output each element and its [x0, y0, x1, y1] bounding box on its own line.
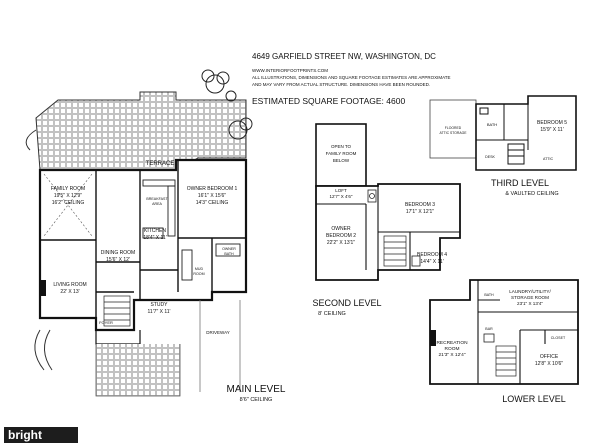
living-room-size: 22' X 13' — [60, 289, 79, 295]
kitchen-size: 18'4" X 11' — [143, 235, 166, 241]
third-level-ceiling: & VAULTED CEILING — [505, 191, 558, 197]
estimated-sqft-heading: ESTIMATED SQUARE FOOTAGE: 4600 — [252, 96, 406, 106]
driveway-label: DRIVEWAY — [206, 330, 230, 335]
dining-room-name: DINING ROOM — [101, 250, 135, 256]
study-name: STUDY — [151, 302, 169, 308]
bedroom-3-name: BEDROOM 3 — [405, 202, 435, 208]
disclaimer-line-1: ALL ILLUSTRATIONS, DIMENSIONS AND SQUARE… — [252, 75, 451, 80]
owner-bedroom-2-line-1: OWNER — [331, 226, 351, 232]
disclaimer-line-2: AND MAY VARY FROM ACTUAL STRUCTURE. DIME… — [252, 82, 431, 87]
main-level-title: MAIN LEVEL — [227, 384, 286, 395]
main-level-plan: TERRACE FAMILY ROOM 19'5" X 12'9" 16'2" … — [25, 69, 286, 403]
breakfast-label-2: AREA — [152, 202, 162, 206]
website-text: WWW.INTERIORFOOTPRINTS.COM — [252, 68, 328, 73]
floored-attic-label-1: FLOORED — [445, 126, 462, 130]
laundry-label-1: LAUNDRY/UTILITY/ — [509, 289, 551, 294]
bedroom-5-name: BEDROOM 5 — [537, 120, 567, 126]
mud-room-label-2: ROOM — [193, 272, 204, 276]
lower-level-title: LOWER LEVEL — [502, 394, 566, 404]
bedroom-3-size: 17'1" X 12'1" — [406, 209, 434, 215]
third-level-plan: FLOORED ATTIC STORAGE BATH BEDROOM 5 15'… — [429, 95, 577, 197]
family-room-name: FAMILY ROOM — [51, 186, 85, 192]
second-level-ceiling: 8' CEILING — [318, 311, 346, 317]
tree-icon — [201, 69, 253, 140]
foyer-label: FOYER — [99, 320, 113, 325]
open-family-label-3: BELOW — [333, 158, 350, 163]
main-level-ceiling: 8'6" CEILING — [240, 397, 273, 403]
desk-label: DESK — [485, 155, 495, 159]
bedroom-4-name: BEDROOM 4 — [417, 252, 447, 258]
mud-room-label-1: MUD — [195, 267, 204, 271]
family-room-size: 19'5" X 12'9" — [54, 193, 82, 199]
owner-bedroom-name: OWNER BEDROOM 1 — [187, 186, 238, 192]
bedroom-5-size: 15'9" X 11' — [540, 127, 563, 133]
study-size: 11'7" X 11' — [148, 309, 171, 315]
owner-bath-label-1: OWNER — [222, 247, 236, 251]
address-heading: 4649 GARFIELD STREET NW, WASHINGTON, DC — [252, 52, 436, 61]
loft-size: 12'7" X 4'6" — [330, 194, 353, 199]
owner-bedroom-size: 16'1" X 15'6" — [198, 193, 226, 199]
second-level-title: SECOND LEVEL — [312, 298, 381, 308]
watermark-logo: bright — [4, 427, 78, 443]
lower-bath-label: BATH — [484, 293, 494, 297]
owner-bedroom-ceiling: 14'3" CEILING — [196, 200, 229, 206]
floored-attic-label-2: ATTIC STORAGE — [439, 131, 467, 135]
open-family-label-1: OPEN TO — [331, 144, 352, 149]
bar-label: BAR — [485, 327, 493, 331]
owner-bedroom-2-size: 22'2" X 13'1" — [327, 240, 355, 246]
kitchen-name: KITCHEN — [144, 228, 166, 234]
second-level-plan: OPEN TO FAMILY ROOM BELOW LOFT 12'7" X 4… — [312, 123, 461, 317]
third-bath-label: BATH — [487, 122, 497, 127]
recreation-room-size: 21'3" X 12'4" — [438, 352, 465, 358]
bedroom-4-size: 14'4" X 11' — [420, 259, 443, 265]
owner-bath-label-2: BATH — [224, 252, 234, 256]
office-name: OFFICE — [540, 354, 559, 360]
terrace-label: TERRACE — [146, 161, 175, 167]
laundry-label-2: STORAGE ROOM — [511, 295, 549, 300]
closet-label: CLOSET — [551, 336, 566, 340]
recreation-room-name-2: ROOM — [445, 346, 460, 352]
family-room-ceiling: 16'2" CEILING — [52, 200, 85, 206]
attic-label: ATTIC — [543, 157, 554, 161]
dining-room-size: 15'6" X 12' — [106, 257, 130, 263]
lower-level-plan: LAUNDRY/UTILITY/ STORAGE ROOM 23'1" X 13… — [429, 279, 579, 404]
office-size: 12'8" X 10'6" — [535, 361, 563, 367]
watermark-text: bright — [8, 428, 42, 442]
breakfast-label-1: BREAKFAST — [146, 197, 168, 201]
recreation-room-name-1: RECREATION — [436, 340, 468, 346]
laundry-size: 23'1" X 13'4" — [517, 301, 543, 306]
loft-name: LOFT — [335, 188, 347, 193]
owner-bedroom-2-line-2: BEDROOM 2 — [326, 233, 356, 239]
third-level-title: THIRD LEVEL — [491, 178, 549, 188]
open-family-label-2: FAMILY ROOM — [326, 151, 357, 156]
living-room-name: LIVING ROOM — [53, 282, 86, 288]
